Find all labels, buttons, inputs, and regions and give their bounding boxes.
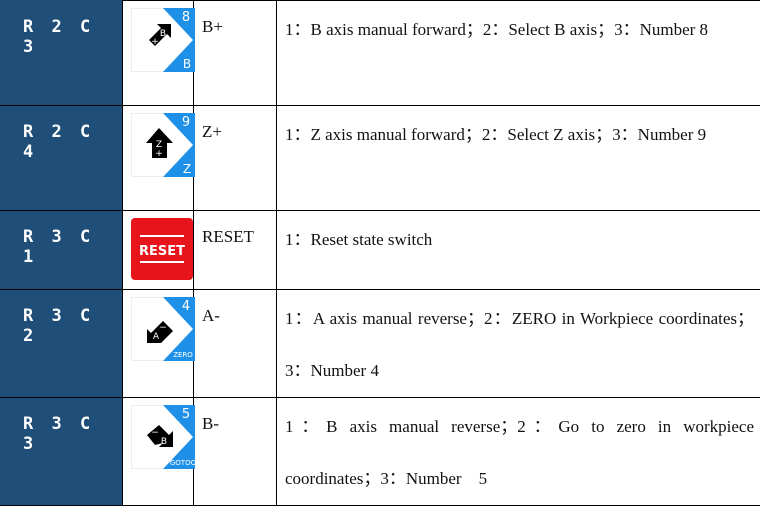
svg-text:8: 8 xyxy=(182,10,190,25)
b-plus-key-icon: 8 B B + xyxy=(131,8,195,72)
key-name: Z+ xyxy=(194,106,277,211)
table-row: R 3 C 1 RESET RESET 1：Reset state switch xyxy=(1,211,760,290)
table-row: R 2 C 4 9 Z Z + Z+ 1：Z axis manual forwa… xyxy=(1,106,760,211)
key-code: R 2 C 3 xyxy=(1,1,123,106)
svg-text:ZERO: ZERO xyxy=(173,351,193,359)
svg-text:GOTOO: GOTOO xyxy=(170,459,195,467)
a-minus-key-icon: 4 ZERO A − xyxy=(131,297,195,361)
z-plus-key-icon: 9 Z Z + xyxy=(131,113,195,177)
key-code: R 3 C 2 xyxy=(1,290,123,398)
key-code: R 3 C 3 xyxy=(1,398,123,506)
svg-text:9: 9 xyxy=(182,115,190,130)
svg-text:−: − xyxy=(159,323,167,333)
reset-key-icon: RESET xyxy=(131,218,193,280)
svg-text:B: B xyxy=(161,437,167,447)
key-description: 1：B axis manual forward；2：Select B axis；… xyxy=(277,1,760,106)
key-name: B- xyxy=(194,398,277,506)
svg-text:B: B xyxy=(160,29,166,39)
svg-text:4: 4 xyxy=(182,299,190,314)
svg-text:+: + xyxy=(151,37,159,47)
key-description: 1：A axis manual reverse；2：ZERO in Workpi… xyxy=(277,290,760,398)
key-code: R 3 C 1 xyxy=(1,211,123,290)
key-name: B+ xyxy=(194,1,277,106)
svg-text:+: + xyxy=(155,149,163,159)
svg-text:5: 5 xyxy=(182,407,190,422)
key-name: RESET xyxy=(194,211,277,290)
svg-text:RESET: RESET xyxy=(139,244,185,259)
svg-text:−: − xyxy=(151,428,159,438)
b-minus-key-icon: 5 GOTOO B − xyxy=(131,405,195,469)
svg-text:B: B xyxy=(183,57,191,71)
key-name: A- xyxy=(194,290,277,398)
key-description: 1：Reset state switch xyxy=(277,211,760,290)
table-row: R 3 C 3 5 GOTOO B − B- 1：B axis manual r… xyxy=(1,398,760,506)
key-description: 1：B axis manual reverse；2：Go to zero in … xyxy=(277,398,760,506)
key-description: 1：Z axis manual forward；2：Select Z axis；… xyxy=(277,106,760,211)
table-row: R 2 C 3 8 B B + B+ 1：B axis manual forwa… xyxy=(1,1,760,106)
svg-text:A: A xyxy=(153,332,160,342)
table-row: R 3 C 2 4 ZERO A − A- 1：A axis manual re… xyxy=(1,290,760,398)
key-code: R 2 C 4 xyxy=(1,106,123,211)
svg-text:Z: Z xyxy=(183,162,191,176)
